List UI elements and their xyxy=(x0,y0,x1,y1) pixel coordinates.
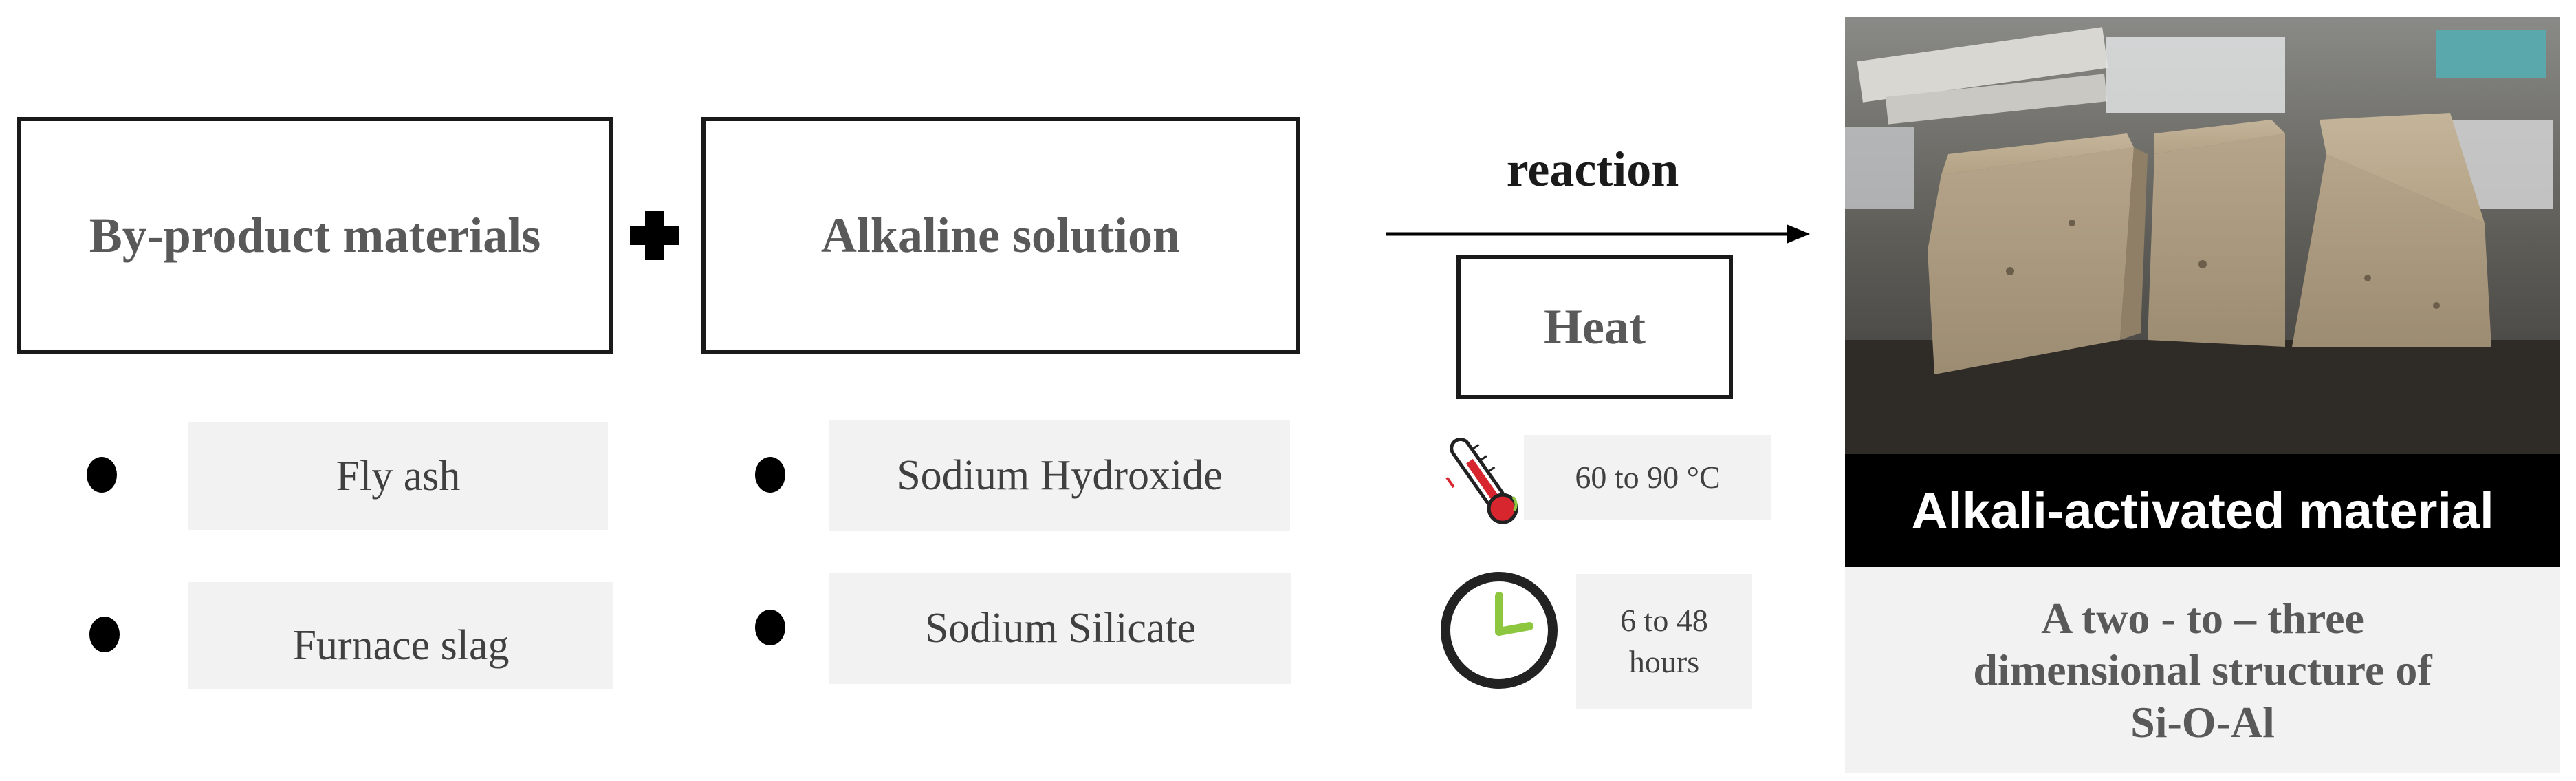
alkali-activated-blocks-photo xyxy=(1845,17,2560,457)
heat-box: Heat xyxy=(1456,255,1733,399)
clock-icon xyxy=(1441,572,1558,689)
bullet-furnace-slag xyxy=(89,617,120,652)
bullet-sodium-hydroxide xyxy=(755,457,785,493)
plus-icon xyxy=(630,211,679,260)
reaction-label: reaction xyxy=(1506,142,1679,197)
bullet-fly-ash xyxy=(87,457,117,493)
furnace-slag-item: Furnace slag xyxy=(188,582,613,689)
structure-description: A two - to – three dimensional structure… xyxy=(1845,567,2560,773)
sodium-hydroxide-item: Sodium Hydroxide xyxy=(829,420,1290,531)
temperature-range: 60 to 90 °C xyxy=(1524,435,1771,520)
sodium-silicate-item: Sodium Silicate xyxy=(829,573,1291,684)
fly-ash-item: Fly ash xyxy=(188,422,608,530)
reaction-label-wrap: reaction xyxy=(1386,141,1799,198)
heat-label: Heat xyxy=(1544,299,1646,354)
byproduct-materials-title: By-product materials xyxy=(89,207,541,263)
alkali-activated-material-caption: Alkali-activated material xyxy=(1845,454,2560,567)
alkaline-solution-title: Alkaline solution xyxy=(820,207,1181,263)
duration-range: 6 to 48 hours xyxy=(1576,574,1752,709)
arrow-right-icon xyxy=(1386,224,1810,244)
bullet-sodium-silicate xyxy=(755,610,785,645)
thermometer-icon xyxy=(1445,437,1518,524)
alkaline-solution-box: Alkaline solution xyxy=(701,117,1300,354)
byproduct-materials-box: By-product materials xyxy=(17,117,613,354)
